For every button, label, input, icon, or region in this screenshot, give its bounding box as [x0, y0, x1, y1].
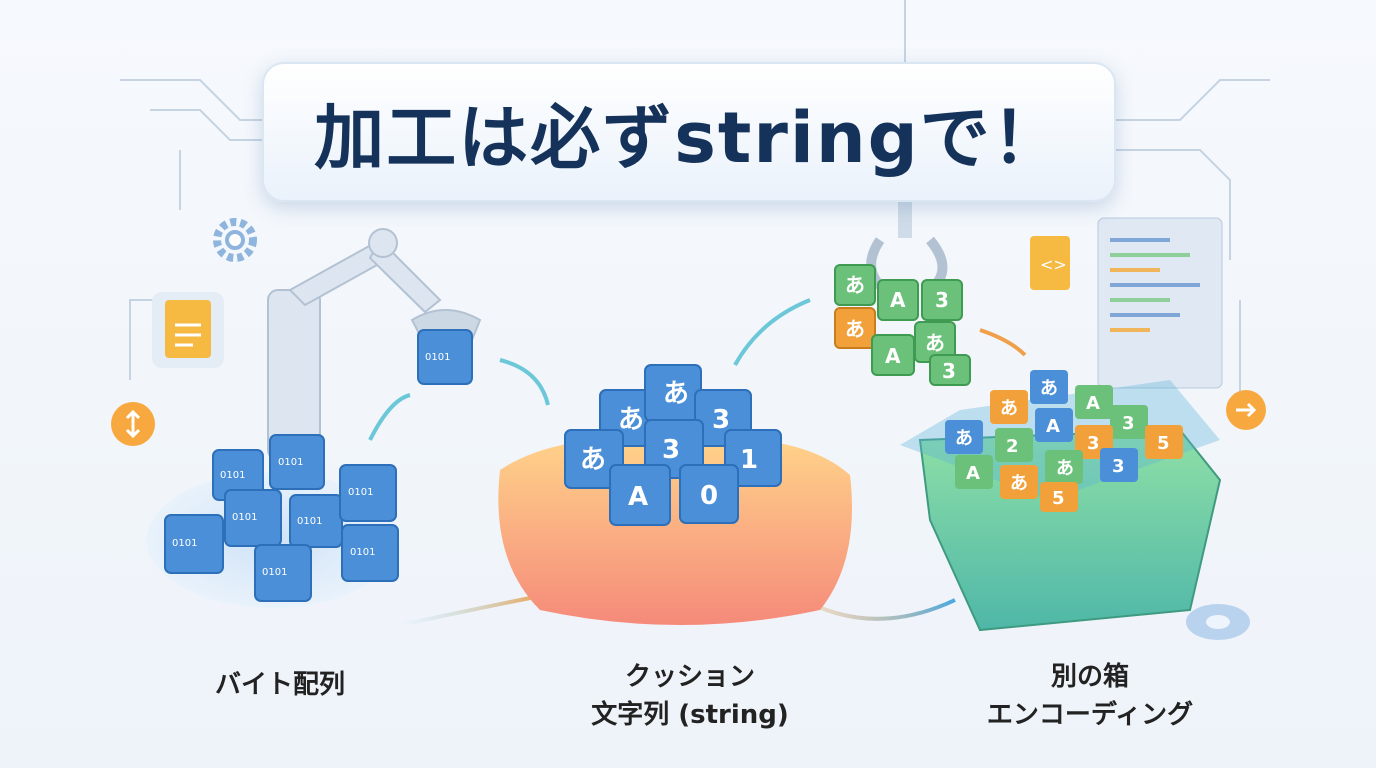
binary-glyphs: 0101 0101 0101 0101 0101 0101 0101 0101 0101	[172, 352, 450, 578]
step-label-cushion-string: クッション 文字列 (string)	[560, 658, 820, 734]
svg-text:2: 2	[1006, 436, 1019, 457]
svg-text:あ: あ	[663, 379, 689, 409]
svg-text:0101: 0101	[262, 567, 287, 578]
svg-text:あ: あ	[845, 273, 865, 297]
gear-icon	[213, 218, 257, 262]
robot-arm	[267, 228, 482, 461]
svg-text:5: 5	[1052, 488, 1065, 509]
box-cubes	[945, 370, 1183, 512]
svg-text:あ: あ	[1010, 473, 1028, 494]
svg-text:あ: あ	[925, 331, 945, 355]
code-file-icon: <>	[1030, 236, 1070, 290]
label-line: バイト配列	[214, 670, 345, 700]
document-icon	[152, 292, 224, 368]
svg-text:0101: 0101	[425, 352, 450, 363]
vertical-arrows-icon	[111, 402, 155, 446]
svg-text:A: A	[1046, 416, 1060, 437]
svg-text:<>: <>	[1040, 255, 1067, 274]
svg-text:0101: 0101	[278, 457, 303, 468]
svg-text:3: 3	[712, 405, 730, 435]
svg-text:あ: あ	[1000, 398, 1018, 419]
svg-text:あ: あ	[1040, 378, 1058, 399]
circuit-lines	[120, 0, 1270, 400]
gear-icon	[1186, 604, 1250, 640]
svg-text:あ: あ	[618, 405, 644, 435]
svg-text:A: A	[966, 463, 980, 484]
svg-text:3: 3	[1122, 413, 1135, 434]
svg-text:A: A	[890, 288, 906, 312]
svg-text:A: A	[628, 482, 648, 512]
string-cubes	[564, 364, 782, 526]
label-line: エンコーディング	[986, 700, 1194, 730]
title-banner: 加工は必ずstringで！	[262, 62, 1116, 202]
hanging-cubes	[834, 264, 971, 386]
label-line: 文字列 (string)	[591, 700, 789, 730]
svg-text:0101: 0101	[348, 487, 373, 498]
svg-text:0101: 0101	[232, 512, 257, 523]
byte-cubes	[164, 329, 473, 602]
label-line: 別の箱	[1050, 662, 1129, 692]
svg-text:あ: あ	[580, 445, 606, 475]
svg-text:あ: あ	[1056, 458, 1074, 479]
svg-text:5: 5	[1157, 433, 1170, 454]
step-label-byte-array: バイト配列	[190, 666, 370, 704]
page-title: 加工は必ずstringで！	[314, 96, 1064, 179]
step-label-encoding-box: 別の箱 エンコーディング	[960, 658, 1220, 734]
svg-text:A: A	[1086, 393, 1100, 414]
svg-text:あ: あ	[845, 317, 865, 341]
svg-text:A: A	[885, 344, 901, 368]
svg-text:0101: 0101	[350, 547, 375, 558]
svg-text:3: 3	[1087, 433, 1100, 454]
code-window-icon	[1097, 217, 1223, 389]
svg-text:0101: 0101	[220, 470, 245, 481]
svg-text:0: 0	[700, 481, 718, 511]
svg-text:3: 3	[935, 288, 949, 312]
right-arrow-icon	[1226, 390, 1266, 430]
svg-text:1: 1	[740, 445, 758, 475]
svg-text:0101: 0101	[297, 516, 322, 527]
svg-text:3: 3	[662, 435, 680, 465]
flow-arrows	[368, 298, 1027, 627]
svg-text:0101: 0101	[172, 538, 197, 549]
label-line: クッション	[624, 662, 755, 692]
svg-text:あ: あ	[955, 428, 973, 449]
svg-text:3: 3	[942, 359, 956, 383]
svg-text:3: 3	[1112, 456, 1125, 477]
